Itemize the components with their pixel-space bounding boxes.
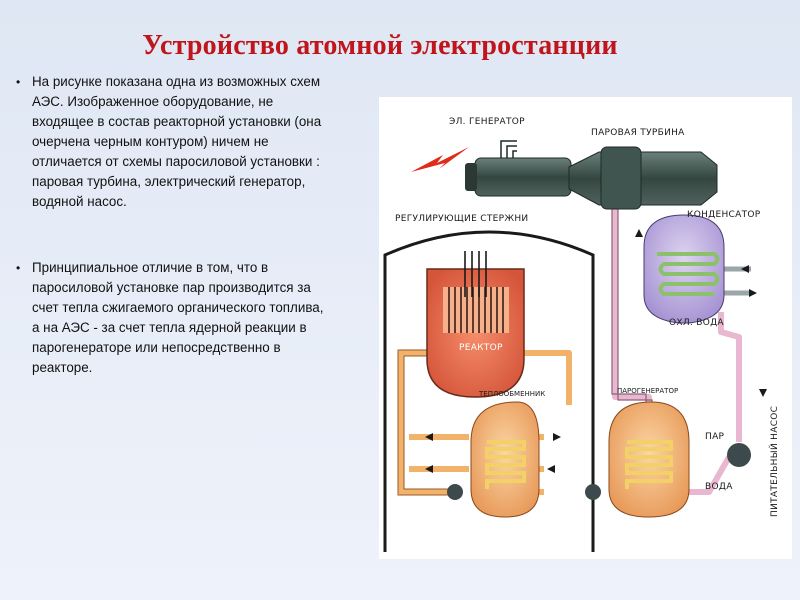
- arrow-left-icon: [425, 465, 433, 473]
- heat-exchanger: [470, 401, 540, 518]
- label-control-rods: РЕГУЛИРУЮЩИЕ СТЕРЖНИ: [395, 214, 528, 224]
- feed-pump: [727, 443, 751, 467]
- arrow-up-icon: [635, 229, 643, 237]
- intermediate-pump: [585, 484, 601, 500]
- bullet-list: • На рисунке показана одна из возможных …: [14, 72, 332, 378]
- arrow-left-icon: [547, 465, 555, 473]
- label-turbine: ПАРОВАЯ ТУРБИНА: [591, 128, 685, 138]
- label-reactor: РЕАКТОР: [459, 343, 503, 353]
- lightning-icon: [411, 147, 469, 172]
- label-generator: ЭЛ. ГЕНЕРАТОР: [449, 117, 525, 127]
- arrow-right-icon: [749, 289, 757, 297]
- bullet-item: • Принципиальное отличие в том, что в па…: [14, 258, 332, 378]
- bullet-item: • На рисунке показана одна из возможных …: [14, 72, 332, 212]
- arrow-left-icon: [425, 433, 433, 441]
- condenser: [643, 214, 725, 324]
- label-cooling-water: ОХЛ. ВОДА: [669, 318, 724, 328]
- label-condenser: КОНДЕНСАТОР: [687, 210, 761, 220]
- arrow-right-icon: [553, 433, 561, 441]
- bullet-dot-icon: •: [16, 261, 21, 275]
- primary-pump: [447, 484, 463, 500]
- steam-generator: [608, 401, 690, 518]
- control-rods: [464, 251, 487, 297]
- reactor: [426, 251, 525, 398]
- flow-arrows: [425, 229, 767, 473]
- label-water: ВОДА: [705, 482, 733, 492]
- arrow-left-icon: [741, 265, 749, 273]
- slide-title: Устройство атомной электростанции: [142, 30, 618, 61]
- label-heat-exchanger: ТЕПЛООБМЕННИК: [478, 390, 545, 398]
- bullet-text: На рисунке показана одна из возможных сх…: [32, 74, 322, 209]
- steam-turbine: [568, 146, 718, 210]
- bullet-dot-icon: •: [16, 75, 21, 89]
- label-steam-generator: ПАРОГЕНЕРАТОР: [617, 387, 678, 395]
- generator: [465, 140, 572, 197]
- arrow-down-icon: [759, 389, 767, 397]
- label-feed-pump: ПИТАТЕЛЬНЫЙ НАСОС: [768, 406, 780, 517]
- npp-diagram-svg: ЭЛ. ГЕНЕРАТОР ПАРОВАЯ ТУРБИНА КОНДЕНСАТО…: [383, 117, 780, 552]
- primary-loop-outline: [397, 349, 449, 496]
- cooling-water-pipes: [724, 266, 751, 296]
- label-steam: ПАР: [705, 432, 725, 442]
- containment-contour: [383, 230, 595, 552]
- bullet-text: Принципиальное отличие в том, что в паро…: [32, 260, 324, 375]
- npp-diagram: ЭЛ. ГЕНЕРАТОР ПАРОВАЯ ТУРБИНА КОНДЕНСАТО…: [379, 97, 792, 559]
